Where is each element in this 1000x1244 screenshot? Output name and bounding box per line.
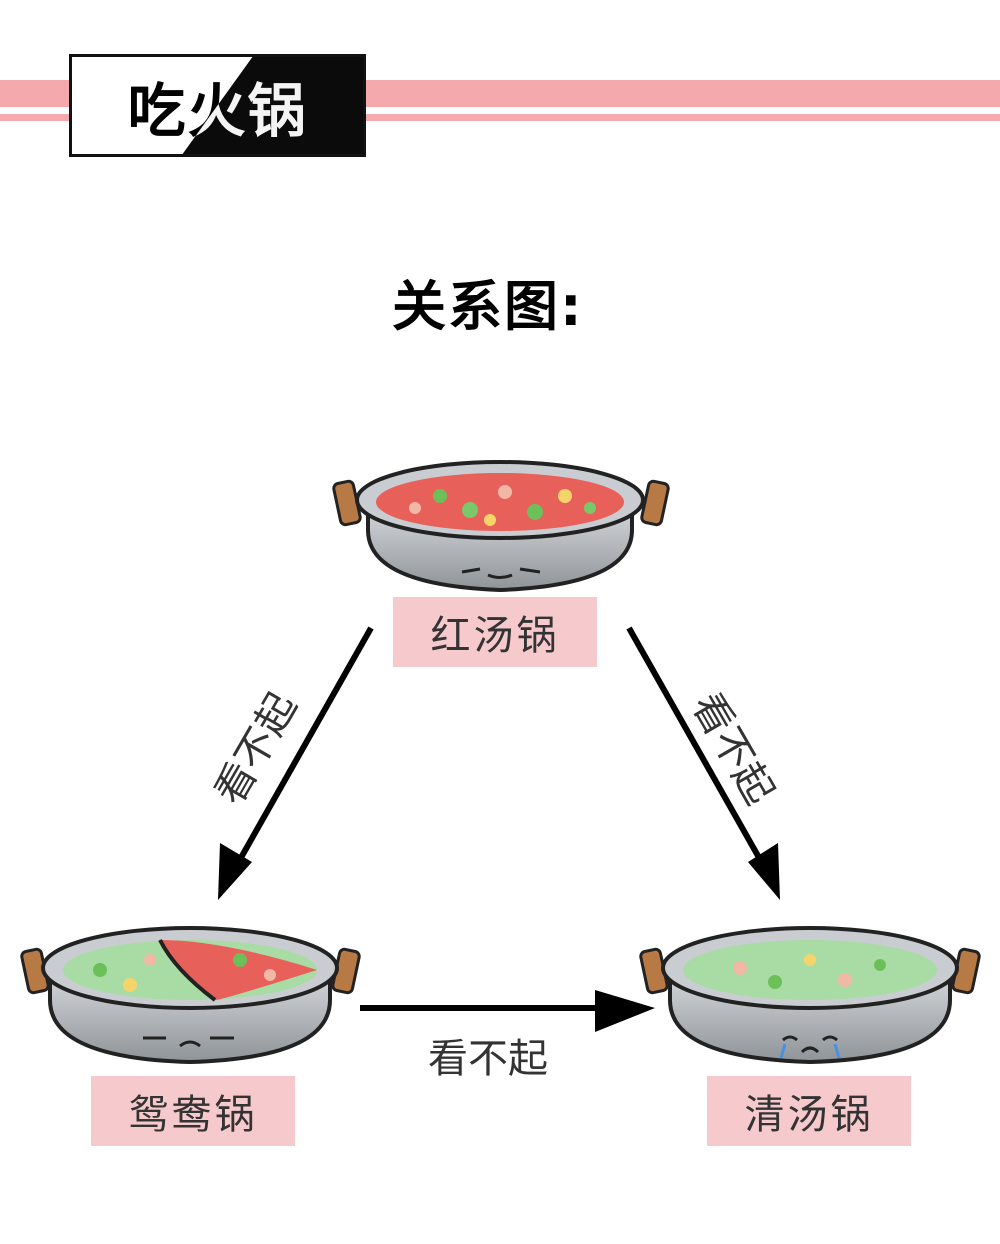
title-badge: 吃火锅 [69,54,366,157]
node-label-red-soup: 红汤锅 [393,597,597,667]
pot-face [461,567,541,579]
clear-soup [683,940,937,1000]
arrow-red-to-clear [626,626,780,900]
arrow-yuanyang-to-clear [360,990,655,1032]
pot-face [782,1035,838,1054]
clear-soup-pot [639,926,981,1065]
red-soup [376,473,624,531]
tears [779,1043,841,1059]
arrow-red-to-yuanyang [218,626,374,900]
pot-divider [158,939,217,1002]
page-title: 吃火锅 [127,76,308,145]
diagram-heading: 关系图: [392,275,584,338]
edge-label-yuanyang-clear: 看不起 [428,1036,548,1082]
node-label-yuanyang: 鸳鸯锅 [91,1076,295,1146]
red-soup-pot [332,460,670,593]
pot-face [143,1036,234,1048]
yuanyang-pot [20,926,361,1065]
node-label-clear-soup: 清汤锅 [707,1076,911,1146]
pot-handle-right [640,479,670,527]
